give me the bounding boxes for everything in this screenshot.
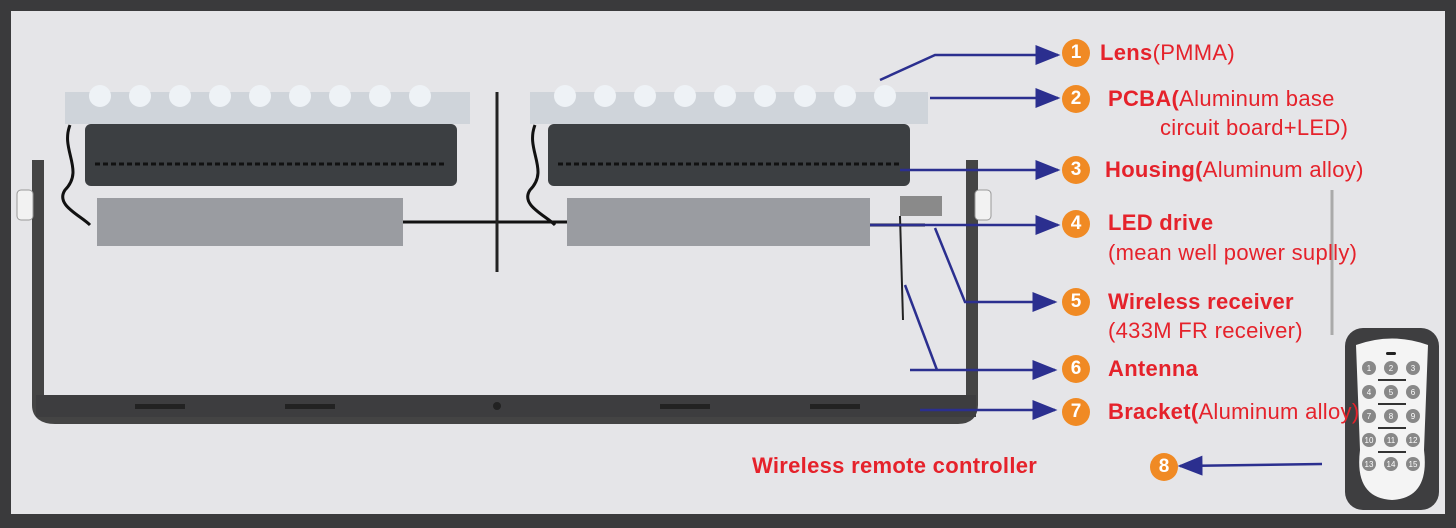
label-led-drive-detail: (mean well power suplly) <box>1108 240 1358 265</box>
remote-button <box>1362 457 1376 471</box>
callout-arrows <box>870 45 1323 476</box>
remote-button <box>1406 385 1420 399</box>
label-housing-detail: Aluminum alloy) <box>1202 157 1364 182</box>
remote-button <box>1384 361 1398 375</box>
remote-button <box>1406 361 1420 375</box>
remote-button-label: 10 <box>1365 436 1374 445</box>
badge-1: 1 <box>1062 39 1090 67</box>
label-housing: Housing( <box>1105 157 1203 182</box>
label-pcba-detail2: circuit board+LED) <box>1160 115 1349 140</box>
left-module <box>61 85 567 246</box>
label-wireless-receiver-detail: (433M FR receiver) <box>1108 318 1303 343</box>
badge-8: 8 <box>1150 453 1178 481</box>
remote-button-label: 11 <box>1387 436 1396 445</box>
remote-button-label: 13 <box>1365 460 1374 469</box>
label-pcba-detail: Aluminum base <box>1179 86 1335 111</box>
remote-button <box>1384 385 1398 399</box>
remote-button <box>1362 361 1376 375</box>
remote-button-label: 5 <box>1389 388 1394 397</box>
remote-button-label: 14 <box>1387 460 1396 469</box>
label-bracket: Bracket( <box>1108 399 1199 424</box>
badge-5: 5 <box>1062 288 1090 316</box>
label-lens: Lens <box>1100 40 1153 65</box>
remote-button-label: 9 <box>1411 412 1416 421</box>
label-bracket-detail: Aluminum alloy) <box>1198 399 1360 424</box>
label-led-drive: LED drive <box>1108 210 1214 235</box>
badge-4: 4 <box>1062 210 1090 238</box>
remote-button <box>1362 433 1376 447</box>
remote-button-label: 7 <box>1367 412 1372 421</box>
remote-button-label: 8 <box>1389 412 1394 421</box>
label-remote: Wireless remote controller <box>752 453 1038 478</box>
remote-button-label: 4 <box>1367 388 1372 397</box>
label-lens-detail: (PMMA) <box>1152 40 1236 65</box>
remote-button-label: 1 <box>1367 364 1372 373</box>
badge-2: 2 <box>1062 85 1090 113</box>
remote-button-label: 2 <box>1389 364 1394 373</box>
remote-button <box>1406 409 1420 423</box>
remote-button <box>1384 409 1398 423</box>
badge-6: 6 <box>1062 355 1090 383</box>
label-wireless-receiver: Wireless receiver <box>1108 289 1294 314</box>
remote-button <box>1384 457 1398 471</box>
badge-7: 7 <box>1062 398 1090 426</box>
badge-3: 3 <box>1062 156 1090 184</box>
remote-button <box>1406 433 1420 447</box>
remote-button-label: 3 <box>1411 364 1416 373</box>
remote-button-label: 12 <box>1409 436 1418 445</box>
remote-button <box>1384 433 1398 447</box>
remote-button <box>1406 457 1420 471</box>
remote-button <box>1362 409 1376 423</box>
label-pcba: PCBA( <box>1108 86 1180 111</box>
remote-button-label: 6 <box>1411 388 1416 397</box>
remote-button-label: 15 <box>1409 460 1418 469</box>
right-module <box>526 85 942 321</box>
remote-button <box>1362 385 1376 399</box>
label-antenna: Antenna <box>1108 356 1199 381</box>
